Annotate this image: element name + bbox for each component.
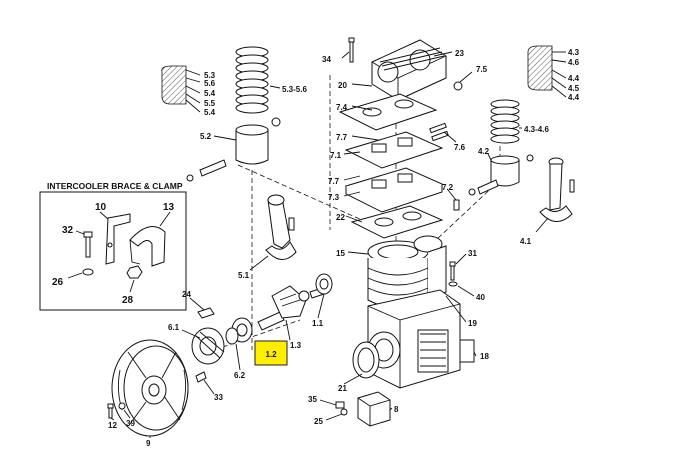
label-8: 8 [394, 405, 399, 414]
gasket-22 [350, 205, 444, 239]
label-4-6: 4.6 [568, 58, 580, 67]
flywheel-9 [111, 339, 189, 437]
label-5-2: 5.2 [200, 132, 212, 141]
cylinder-15 [367, 235, 447, 309]
drain-plug-35 [335, 401, 348, 416]
label-20: 20 [338, 81, 347, 90]
label-6-1: 6.1 [168, 323, 180, 332]
head-bolt-34 [348, 37, 355, 63]
ring-detail-right [527, 45, 567, 98]
part-labels: 34 23 20 7.5 7.4 7.7 7.6 7.1 7.7 7.2 7.3… [108, 48, 580, 448]
label-23: 23 [455, 49, 464, 58]
seal-1-2 [225, 317, 253, 345]
label-5-4b: 5.4 [204, 108, 216, 117]
label-18: 18 [480, 352, 489, 361]
valve-plate-7-1 [344, 131, 444, 169]
label-32: 32 [62, 225, 74, 236]
label-6-2: 6.2 [234, 371, 246, 380]
gasket-7-4 [338, 93, 438, 131]
ring-detail-left [161, 65, 201, 113]
label-4-3a: 4.3 [568, 48, 580, 57]
label-5-5: 5.5 [204, 99, 216, 108]
label-1-3: 1.3 [290, 341, 302, 350]
nut-28 [126, 265, 143, 279]
label-1-1: 1.1 [312, 319, 324, 328]
label-22: 22 [336, 213, 345, 222]
bearing-plate-21 [352, 341, 380, 379]
intercooler-clamp [129, 226, 166, 267]
label-7-6: 7.6 [454, 143, 466, 152]
label-5-6: 5.6 [204, 79, 216, 88]
label-7-2: 7.2 [442, 183, 454, 192]
leader-lines [110, 51, 549, 438]
piston-rings-right [490, 99, 520, 144]
label-1-2: 1.2 [265, 350, 277, 359]
label-25: 25 [314, 417, 323, 426]
label-24: 24 [182, 290, 191, 299]
label-5-4a: 5.4 [204, 89, 216, 98]
label-21: 21 [338, 384, 347, 393]
label-33: 33 [214, 393, 223, 402]
crankcase-18 [367, 289, 475, 389]
label-4-3-4-6: 4.3-4.6 [524, 125, 549, 134]
label-31: 31 [468, 249, 477, 258]
cylinder-head [371, 39, 447, 101]
label-9: 9 [146, 439, 151, 448]
label-10: 10 [95, 202, 107, 213]
oil-sight-8 [357, 391, 391, 427]
label-5-1: 5.1 [238, 271, 250, 280]
intercooler-inset: INTERCOOLER BRACE & CLAMP 10 13 32 26 28 [39, 181, 187, 311]
label-12: 12 [108, 421, 117, 430]
label-5-3: 5.3 [204, 71, 216, 80]
label-7-4: 7.4 [336, 103, 348, 112]
label-19: 19 [468, 319, 477, 328]
washer-26 [82, 268, 94, 276]
label-7-7b: 7.7 [328, 177, 340, 186]
label-7-1: 7.1 [330, 151, 342, 160]
label-13: 13 [163, 202, 175, 213]
label-7-3: 7.3 [328, 193, 340, 202]
label-7-5: 7.5 [476, 65, 488, 74]
label-4-5: 4.5 [568, 84, 580, 93]
crankshaft [257, 285, 325, 331]
label-35: 35 [308, 395, 317, 404]
bolt-32 [83, 231, 93, 258]
label-4-1: 4.1 [520, 237, 532, 246]
bearing-cover-6-1 [191, 327, 225, 365]
label-4-2: 4.2 [478, 147, 490, 156]
label-15: 15 [336, 249, 345, 258]
intercooler-brace [105, 213, 131, 265]
label-4-4b: 4.4 [568, 93, 580, 102]
valve-reeds [429, 81, 463, 211]
label-7-7a: 7.7 [336, 133, 348, 142]
piston-left [186, 46, 297, 260]
label-5-3-5-6: 5.3-5.6 [282, 85, 307, 94]
valve-plate-7-3 [344, 167, 444, 213]
highlight-1-2: 1.2 [254, 340, 288, 366]
piston-right [468, 99, 575, 222]
label-40: 40 [476, 293, 485, 302]
flywheel-bolt-12 [107, 402, 126, 419]
label-4-4a: 4.4 [568, 74, 580, 83]
label-39: 39 [126, 419, 135, 428]
label-26: 26 [52, 277, 64, 288]
label-28: 28 [122, 295, 134, 306]
bolt-31 [448, 261, 458, 287]
key-24 [197, 307, 215, 319]
inset-title: INTERCOOLER BRACE & CLAMP [47, 181, 183, 191]
screw-33 [195, 371, 207, 383]
piston-rings-left [235, 46, 269, 114]
label-34: 34 [322, 55, 331, 64]
bearing-1-1 [315, 273, 333, 295]
